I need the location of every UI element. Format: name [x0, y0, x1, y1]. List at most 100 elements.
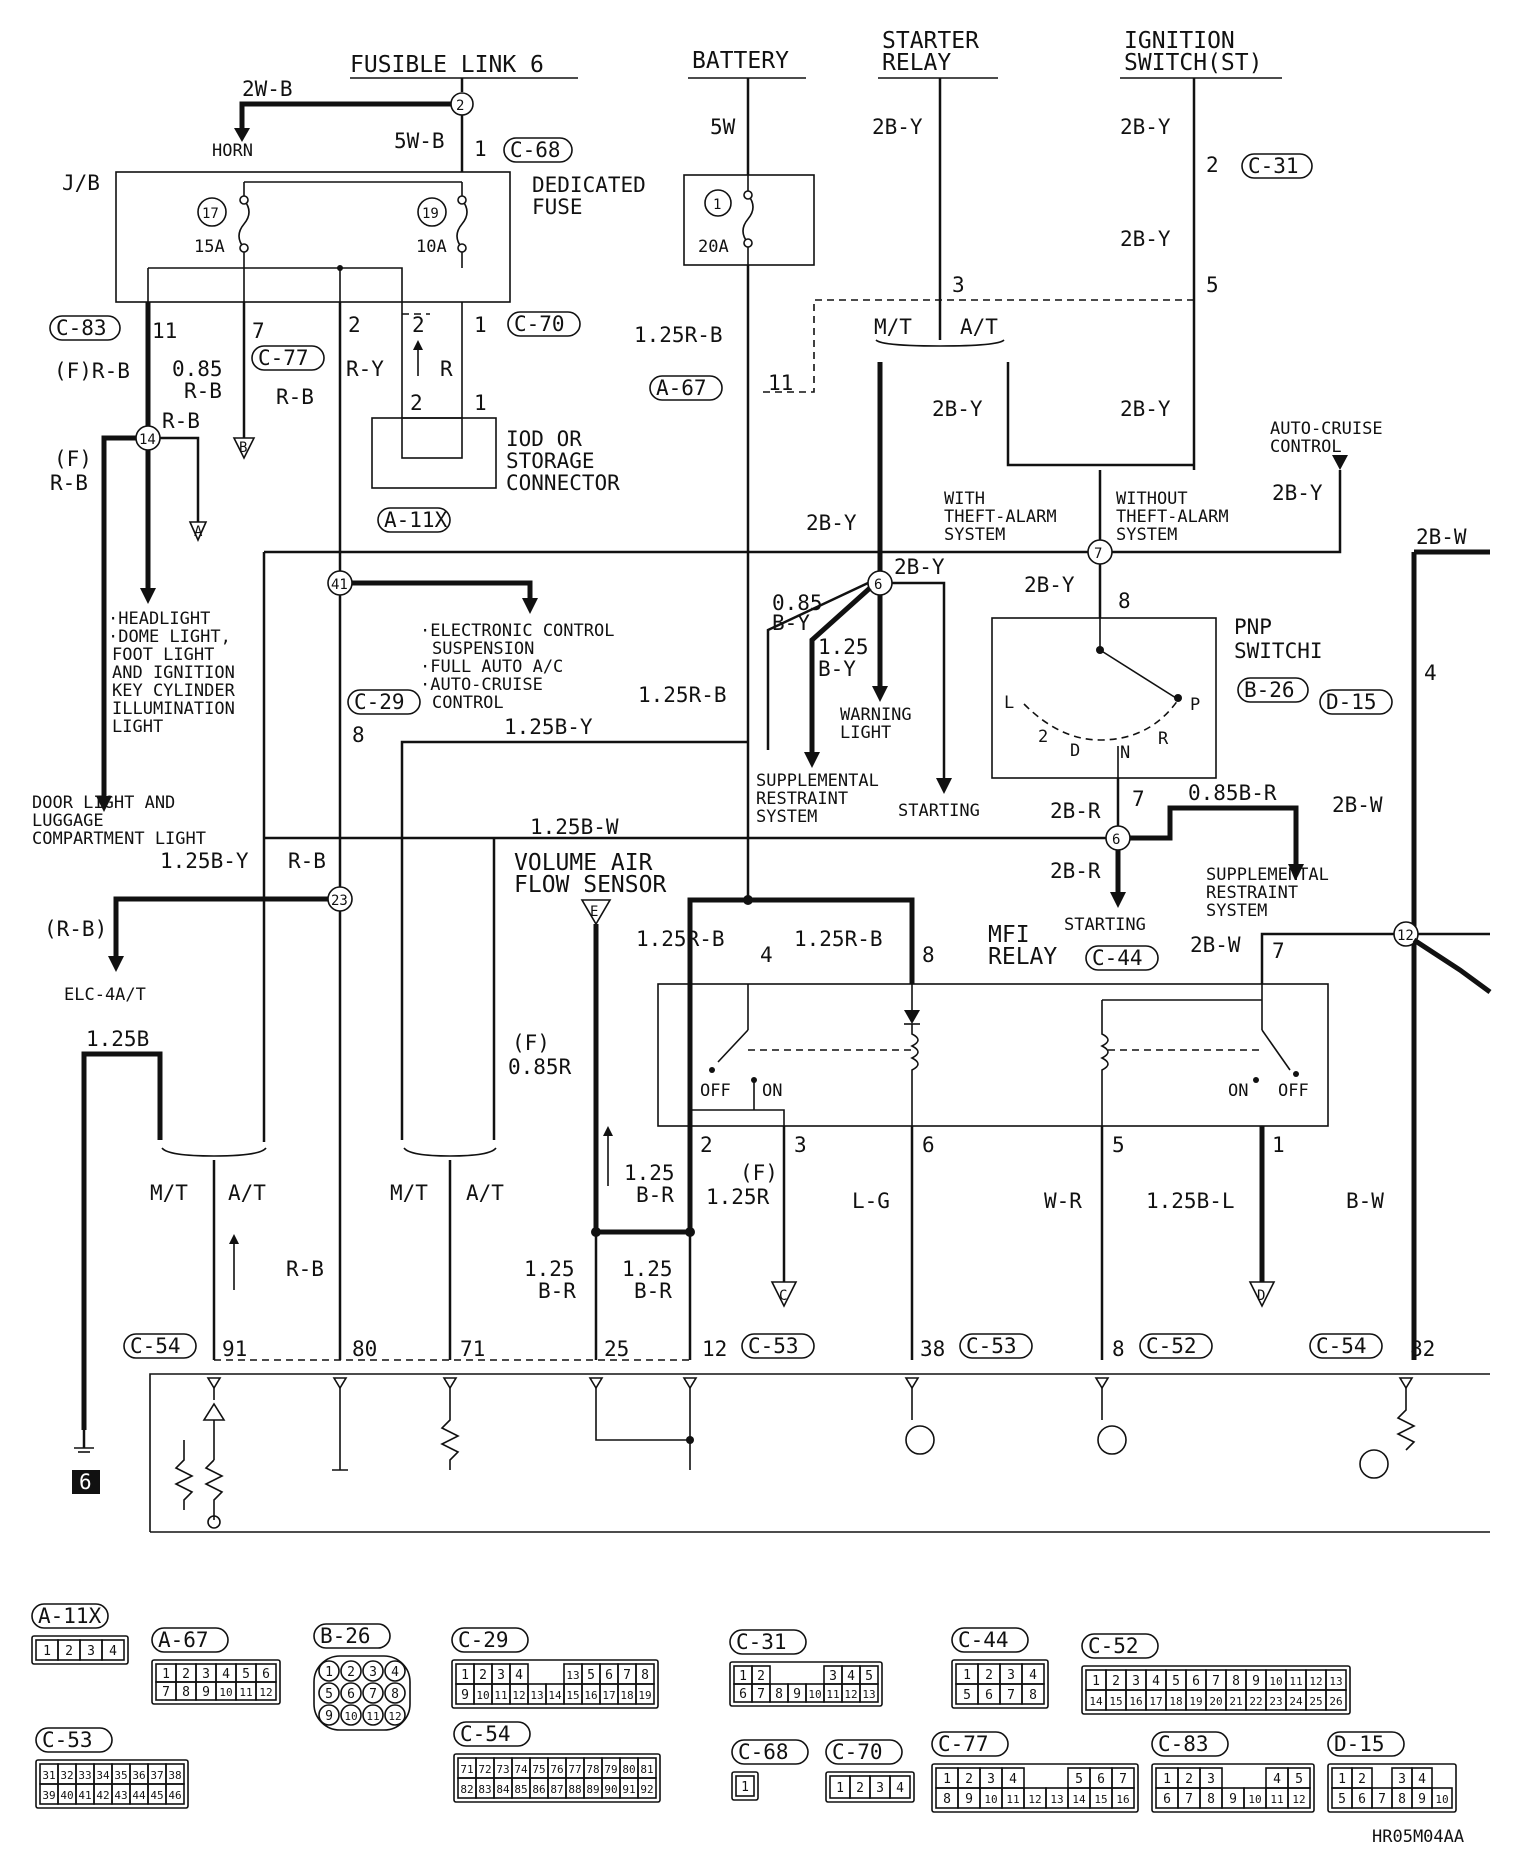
pnp-switch: PNP SWITCHI B-26 P L 2 D N R 7 2B-R 6 0.… [264, 615, 1329, 935]
connector-pin: 11 [1270, 1793, 1283, 1806]
connector-view-label: C-31 [736, 1630, 787, 1654]
svg-text:KEY CYLINDER: KEY CYLINDER [112, 681, 236, 701]
svg-text:LIGHT: LIGHT [112, 717, 163, 737]
svg-text:CONNECTOR: CONNECTOR [506, 471, 620, 495]
connector-pin: 37 [150, 1769, 163, 1782]
connector-pin: 2 [965, 1772, 973, 1787]
svg-text:C-31: C-31 [1248, 154, 1299, 178]
svg-text:A-67: A-67 [656, 376, 707, 400]
connector-pin: 71 [460, 1763, 473, 1776]
connector-view-label: C-68 [738, 1740, 789, 1764]
svg-text:E: E [590, 904, 598, 920]
svg-text:1.25R-B: 1.25R-B [636, 927, 725, 951]
connector-pin: 11 [366, 1710, 379, 1723]
svg-text:12: 12 [1397, 928, 1414, 944]
connector-pin: 2 [182, 1667, 190, 1682]
connector-pin: 12 [1028, 1793, 1041, 1806]
connector-pin: 12 [1292, 1793, 1305, 1806]
svg-text:CONTROL: CONTROL [432, 693, 504, 713]
svg-text:VOLUME AIR: VOLUME AIR [514, 850, 653, 876]
fuse-17-badge [197, 197, 227, 227]
svg-text:7: 7 [1272, 939, 1285, 963]
svg-text:·DOME LIGHT,: ·DOME LIGHT, [108, 627, 231, 647]
connector-pin: 13 [1050, 1793, 1063, 1806]
connector-pin: 39 [42, 1789, 55, 1802]
svg-text:2: 2 [1038, 727, 1048, 747]
connector-pin: 7 [1378, 1792, 1386, 1807]
connector-pin: 8 [1398, 1792, 1406, 1807]
connector-pin: 81 [640, 1763, 653, 1776]
connector-pin: 7 [757, 1687, 765, 1702]
connector-pin: 14 [1089, 1695, 1103, 1708]
svg-text:R: R [1158, 729, 1169, 749]
svg-text:4: 4 [1424, 661, 1437, 685]
connector-pin: 10 [1248, 1793, 1261, 1806]
svg-text:WARNING: WARNING [840, 705, 912, 725]
svg-text:(R-B): (R-B) [44, 917, 107, 941]
svg-text:1: 1 [474, 391, 487, 415]
svg-text:PNP: PNP [1234, 615, 1272, 639]
connector-pin: 9 [1252, 1674, 1260, 1689]
svg-text:·ELECTRONIC CONTROL: ·ELECTRONIC CONTROL [420, 621, 614, 641]
svg-text:71: 71 [460, 1337, 485, 1361]
svg-text:5W: 5W [710, 115, 736, 139]
svg-text:·FULL AUTO A/C: ·FULL AUTO A/C [420, 657, 563, 677]
svg-text:7: 7 [252, 319, 265, 343]
connector-pin: 7 [369, 1687, 377, 1702]
svg-text:L: L [1004, 693, 1014, 713]
svg-text:23: 23 [331, 893, 348, 909]
svg-text:SUPPLEMENTAL: SUPPLEMENTAL [1206, 865, 1329, 885]
connector-pin: 7 [1212, 1674, 1220, 1689]
connector-pin: 36 [132, 1769, 145, 1782]
svg-text:A-11X: A-11X [384, 508, 448, 532]
connector-pin: 3 [87, 1644, 95, 1659]
connector-pin: 7 [1119, 1772, 1127, 1787]
connector-pin: 12 [844, 1688, 857, 1701]
connector-pin: 18 [1169, 1695, 1182, 1708]
connector-view-label: C-44 [958, 1628, 1009, 1652]
svg-text:M/T: M/T [390, 1181, 428, 1205]
header-labels: FUSIBLE LINK 6 BATTERY STARTER RELAY IGN… [350, 28, 1282, 79]
svg-text:2B-Y: 2B-Y [1120, 397, 1171, 421]
svg-text:1.25B-Y: 1.25B-Y [504, 715, 593, 739]
connector-pin: 32 [60, 1769, 73, 1782]
svg-text:5W-B: 5W-B [394, 129, 445, 153]
connector-pin: 14 [1072, 1793, 1086, 1806]
svg-text:6: 6 [79, 1470, 92, 1494]
connector-pin: 25 [1309, 1695, 1322, 1708]
connector-pin: 5 [865, 1669, 873, 1684]
connector-pin: 8 [182, 1685, 190, 1700]
connector-pin: 10 [219, 1686, 232, 1699]
svg-text:1.25: 1.25 [622, 1257, 673, 1281]
connector-pin: 4 [1009, 1772, 1017, 1787]
svg-text:ILLUMINATION: ILLUMINATION [112, 699, 235, 719]
svg-text:DEDICATED: DEDICATED [532, 173, 646, 197]
svg-text:THEFT-ALARM: THEFT-ALARM [944, 507, 1057, 527]
starter-ignition-section: 2B-Y 3 2B-Y 2 C-31 2B-Y 5 M/T A/T 2B-Y 2… [264, 78, 1383, 618]
svg-text:FUSE: FUSE [532, 195, 583, 219]
connector-pin: 10 [1435, 1793, 1448, 1806]
connector-pin: 1 [43, 1644, 51, 1659]
connector-pin: 42 [96, 1789, 109, 1802]
svg-text:WITH: WITH [944, 489, 985, 509]
connector-pin: 3 [1398, 1772, 1406, 1787]
connector-pin: 10 [984, 1793, 997, 1806]
svg-text:0.85: 0.85 [172, 357, 223, 381]
svg-text:SYSTEM: SYSTEM [944, 525, 1005, 545]
svg-text:SYSTEM: SYSTEM [1116, 525, 1177, 545]
svg-text:AUTO-CRUISE: AUTO-CRUISE [1270, 419, 1383, 439]
connector-pin: 3 [497, 1668, 505, 1683]
svg-text:IOD OR: IOD OR [506, 427, 582, 451]
connector-pin: 6 [1358, 1792, 1366, 1807]
svg-text:HORN: HORN [212, 141, 253, 161]
connector-pin: 10 [344, 1710, 357, 1723]
svg-text:1.25: 1.25 [818, 635, 869, 659]
svg-text:0.85R: 0.85R [508, 1055, 572, 1079]
svg-text:A/T: A/T [466, 1181, 504, 1205]
